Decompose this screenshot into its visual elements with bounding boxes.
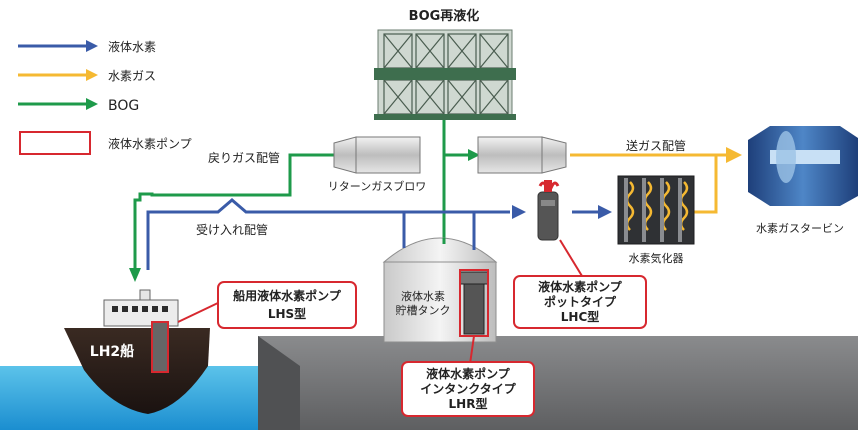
legend-hydrogen-gas: 水素ガス — [108, 69, 156, 83]
liquid-hydrogen-pipes — [146, 198, 600, 270]
storage-tank-label-line1: 液体水素 — [401, 289, 445, 303]
gas-send-piping-label: 送ガス配管 — [626, 138, 686, 153]
receiving-piping-label: 受け入れ配管 — [196, 222, 268, 237]
bog-arrow-to-compressor — [468, 149, 480, 161]
legend-bog: BOG — [108, 98, 139, 114]
lhc-callout-line3: LHC型 — [561, 309, 600, 324]
hydrogen-vaporizer-label: 水素気化器 — [629, 251, 684, 265]
lhr-callout: 液体水素ポンプ インタンクタイプ LHR型 — [401, 335, 535, 417]
bog-reliquefaction-unit — [374, 29, 516, 120]
hydrogen-gas-pipes — [570, 153, 728, 214]
pot-type-pump — [537, 180, 560, 241]
hydrogen-gas-turbine — [748, 126, 858, 206]
lh2-arrow-to-vaporizer — [598, 205, 612, 219]
hydrogen-vaporizer — [617, 175, 695, 245]
bog-arrow-to-ship — [129, 268, 141, 282]
bog-pipes — [133, 120, 470, 270]
ship-label: LH2船 — [90, 343, 134, 360]
hydrogen-gas-turbine-label: 水素ガスタービン — [756, 222, 844, 235]
lhr-callout-line3: LHR型 — [449, 396, 488, 411]
legend-pump: 液体水素ポンプ — [108, 136, 192, 151]
return-gas-blower — [333, 136, 421, 174]
lhs-callout-line2: LHS型 — [268, 306, 306, 321]
bog-reliquefaction-title: BOG再液化 — [409, 8, 480, 24]
in-tank-pump — [459, 269, 489, 337]
compressor — [477, 136, 567, 174]
lhc-callout-line2: ポットタイプ — [544, 294, 617, 309]
quay-face — [258, 336, 300, 430]
lhc-callout-line1: 液体水素ポンプ — [538, 279, 623, 294]
lhs-callout: 船用液体水素ポンプ LHS型 — [177, 281, 357, 329]
lh2-arrow-to-pump — [512, 205, 526, 219]
lhs-callout-line1: 船用液体水素ポンプ — [233, 288, 342, 303]
lhc-callout: 液体水素ポンプ ポットタイプ LHC型 — [513, 239, 647, 329]
return-gas-piping-label: 戻りガス配管 — [208, 150, 280, 165]
lhr-callout-line1: 液体水素ポンプ — [426, 366, 511, 381]
lh2-ship — [64, 289, 210, 414]
storage-tank-label-line2: 貯槽タンク — [396, 304, 451, 317]
legend: 液体水素 水素ガス BOG 液体水素ポンプ — [18, 39, 192, 155]
return-gas-blower-label: リターンガスブロワ — [328, 179, 426, 193]
lhr-callout-line2: インタンクタイプ — [420, 381, 517, 396]
quay — [258, 336, 858, 430]
legend-liquid-hydrogen: 液体水素 — [108, 39, 156, 54]
gas-arrow-to-turbine — [726, 147, 742, 163]
